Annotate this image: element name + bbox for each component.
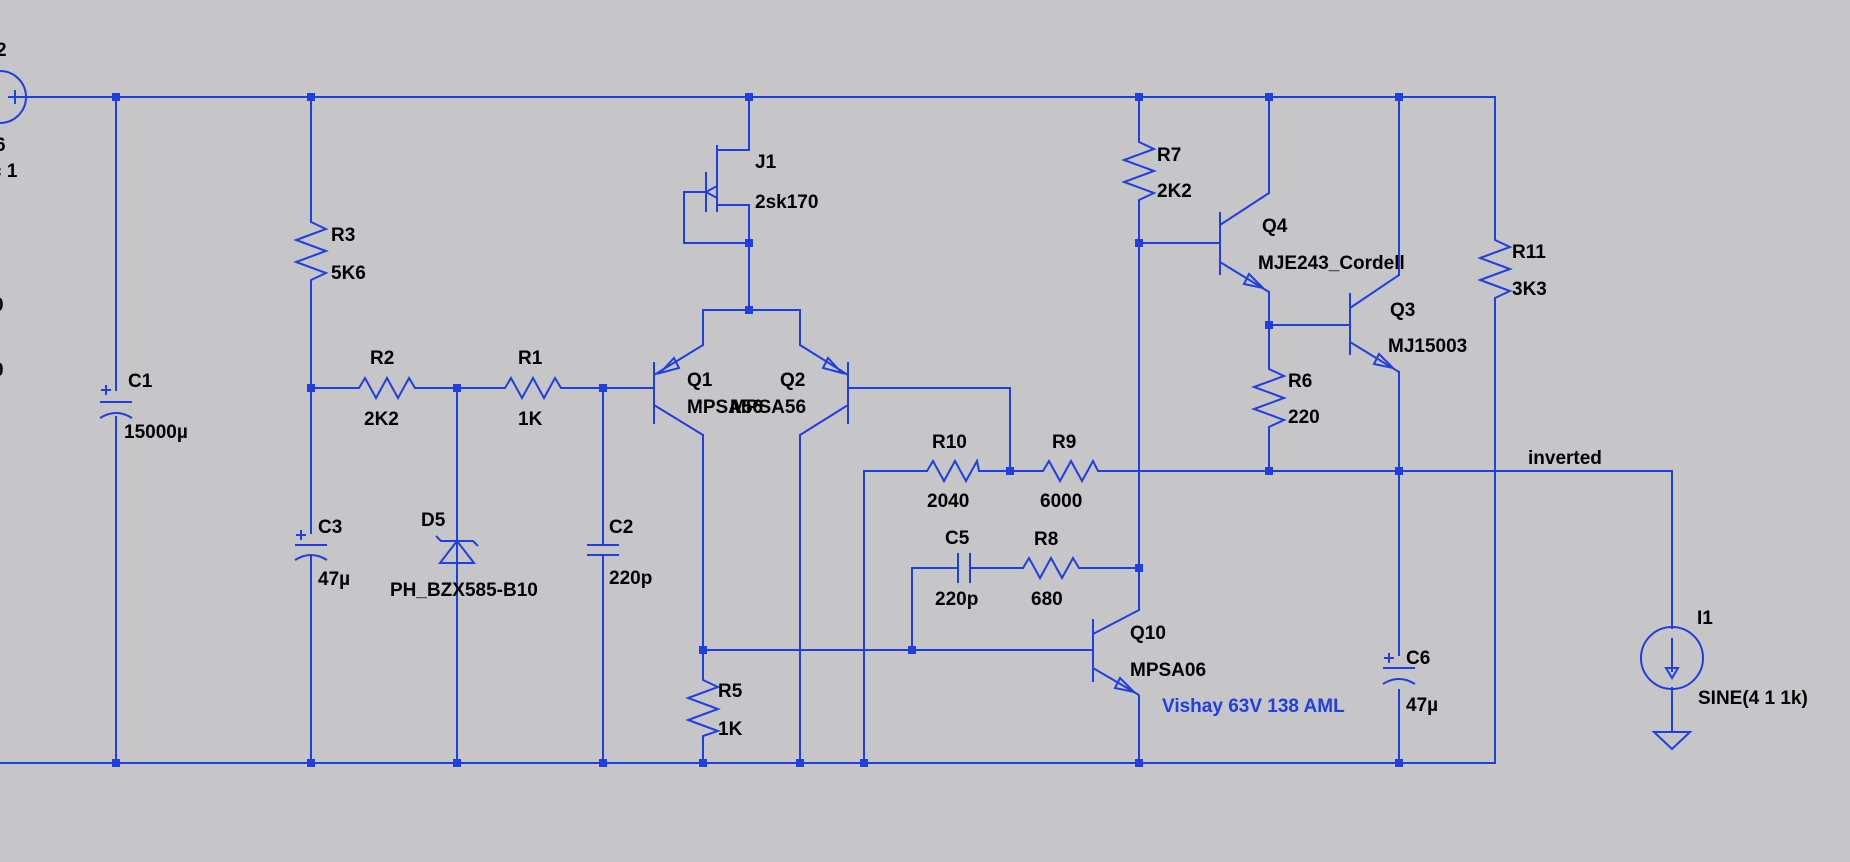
partial-label-3: c 1 [0,161,18,182]
j1-name: J1 [755,152,777,173]
ground-symbol [1651,731,1693,751]
q4-name: Q4 [1262,216,1288,237]
q3-name: Q3 [1390,300,1415,321]
zener-diode-d5[interactable] [435,530,479,565]
r3-name: R3 [331,225,355,246]
resistor-r11[interactable] [1477,233,1513,303]
q1-name: Q1 [687,370,713,391]
capacitor-c2[interactable] [587,544,619,556]
capacitor-c1[interactable] [99,385,133,419]
r6-value: 220 [1288,407,1320,428]
d5-value: PH_BZX585-B10 [390,580,538,601]
i1-name: I1 [1697,608,1713,629]
i1-value: SINE(4 1 1k) [1698,688,1808,709]
c5-value: 220p [935,589,978,610]
transistor-q2[interactable] [799,344,849,436]
jfet-j1[interactable] [703,145,718,212]
resistor-r7[interactable] [1121,135,1157,205]
r1-value: 1K [518,409,543,430]
comment-text: Vishay 63V 138 AML [1162,696,1345,717]
q1-value: MPSA56 [687,397,763,418]
r6-name: R6 [1288,371,1312,392]
wires [0,96,1673,764]
resistor-r1[interactable] [498,375,563,401]
q3-value: MJ15003 [1388,336,1467,357]
resistor-r5[interactable] [685,675,722,738]
transistor-q1[interactable] [653,344,704,436]
q2-name: Q2 [780,370,805,391]
junction-dots [112,93,1403,767]
capacitor-c3[interactable] [294,530,328,561]
r8-value: 680 [1031,589,1063,610]
partial-label-4: 0 [0,295,4,316]
r9-name: R9 [1052,432,1076,453]
c3-name: C3 [318,517,342,538]
resistor-r9[interactable] [1036,458,1100,484]
resistor-r6[interactable] [1251,362,1287,430]
r2-name: R2 [370,348,394,369]
r7-name: R7 [1157,145,1181,166]
r8-name: R8 [1034,529,1058,550]
net-label-inverted: inverted [1528,448,1602,469]
q10-value: MPSA06 [1130,660,1206,681]
r10-name: R10 [932,432,967,453]
q2-value: MPSA56 [730,397,806,418]
r5-name: R5 [718,681,743,702]
transistor-q10[interactable] [1092,609,1140,720]
r2-value: 2K2 [364,409,399,430]
transistor-q4[interactable] [1219,192,1270,293]
c1-name: C1 [128,371,153,392]
r11-value: 3K3 [1512,279,1547,300]
c2-name: C2 [609,517,633,538]
j1-value: 2sk170 [755,192,818,213]
r1-name: R1 [518,348,543,369]
transistor-q3[interactable] [1349,274,1400,373]
r5-value: 1K [718,719,743,740]
partial-label-2: 6 [0,135,6,156]
c1-value: 15000µ [124,422,188,443]
c5-name: C5 [945,528,970,549]
r3-value: 5K6 [331,263,366,284]
q4-value: MJE243_Cordell [1258,253,1405,274]
r9-value: 6000 [1040,491,1082,512]
r11-name: R11 [1512,242,1546,263]
resistor-r3[interactable] [293,215,329,285]
r10-value: 2040 [927,491,969,512]
c6-value: 47µ [1406,695,1438,716]
c3-value: 47µ [318,569,350,590]
partial-label-1: 2 [0,40,7,61]
c2-value: 220p [609,568,652,589]
d5-name: D5 [421,510,446,531]
capacitor-c5[interactable] [957,553,971,583]
resistor-r8[interactable] [1016,555,1082,581]
voltage-source-partial [0,70,27,124]
r7-value: 2K2 [1157,181,1192,202]
c6-name: C6 [1406,648,1430,669]
capacitor-c6[interactable] [1382,653,1416,685]
partial-label-5: 0 [0,360,4,381]
resistor-r2[interactable] [352,375,418,401]
q10-name: Q10 [1130,623,1166,644]
current-source-i1[interactable] [1640,626,1704,690]
resistor-r10[interactable] [920,458,980,484]
